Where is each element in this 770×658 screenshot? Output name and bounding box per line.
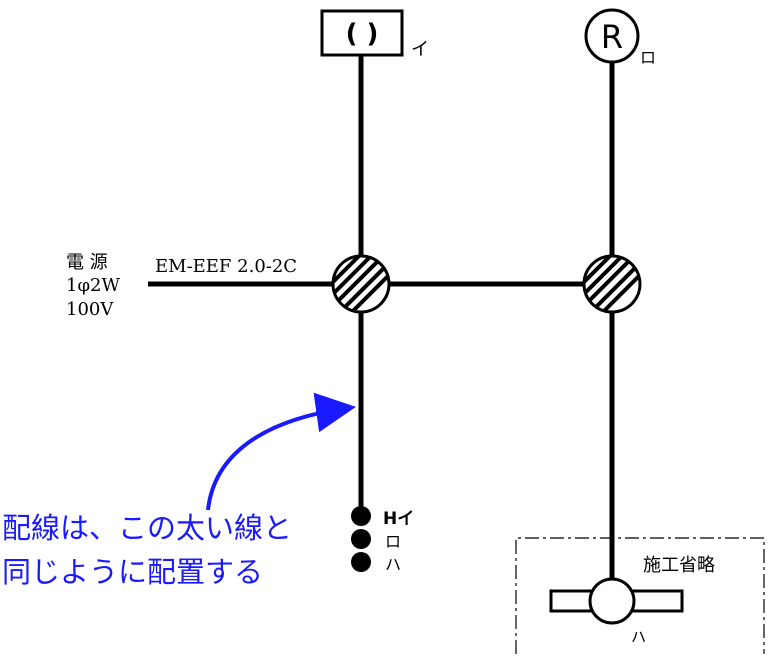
junction-box-2 <box>582 254 642 314</box>
switch-label-3: ハ <box>385 555 401 574</box>
lamp-ro-symbol: R <box>601 18 623 56</box>
cable-label: EM-EEF 2.0-2C <box>155 256 297 277</box>
lamp-ro-circle <box>584 8 640 64</box>
switch-label-2: ロ <box>385 532 401 551</box>
power-source-label: 電 源 <box>66 252 108 273</box>
fixture-ha-label: ハ <box>631 628 646 646</box>
annotation-arrow <box>206 392 356 511</box>
wiring-lines <box>148 55 615 580</box>
annotation-line-1: 配線は、この太い線と <box>2 511 292 545</box>
fixture-ha-circle <box>588 577 636 625</box>
omitted-area-border <box>515 537 765 654</box>
annotation: 配線は、この太い線と 同じように配置する <box>2 392 356 589</box>
lamp-ro-label: ロ <box>640 48 656 67</box>
annotation-line-2: 同じように配置する <box>2 555 263 589</box>
omitted-area: 施工省略 ハ <box>515 537 765 654</box>
omitted-area-label: 施工省略 <box>643 555 715 576</box>
lamp-i-box <box>320 9 404 57</box>
power-source: 電 源 1φ2W 100V <box>66 252 121 320</box>
lamp-ro: R ロ <box>584 8 656 67</box>
lamp-i-symbol: ( ) <box>346 19 379 49</box>
switch-group: Hイ ロ ハ <box>351 506 414 574</box>
switch-dot-2 <box>351 529 371 549</box>
lamp-i: ( ) イ <box>320 9 429 60</box>
power-source-voltage: 100V <box>66 299 114 320</box>
junction-box-1 <box>331 254 391 314</box>
switch-label-1: Hイ <box>383 509 414 529</box>
switch-dot-3 <box>351 552 371 572</box>
power-source-phase: 1φ2W <box>66 275 121 296</box>
lamp-i-label: イ <box>411 39 429 60</box>
switch-dot-1 <box>351 506 371 526</box>
